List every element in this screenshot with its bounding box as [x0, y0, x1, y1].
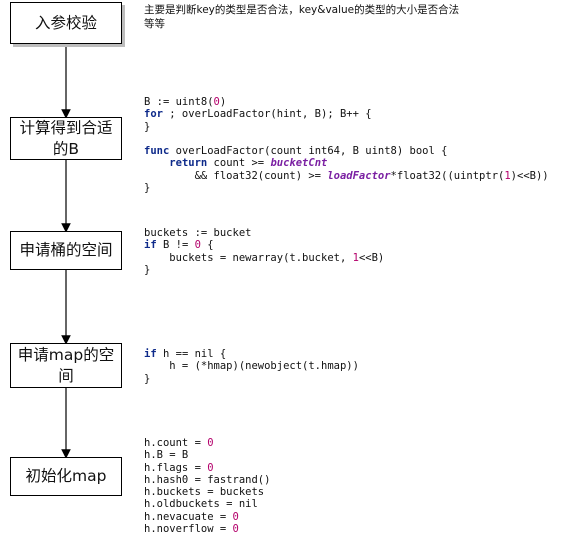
code-block-alloc-buckets: buckets := bucket if B != 0 { buckets = … — [144, 227, 385, 276]
step-label: 申请桶的空间 — [19, 241, 113, 259]
step1-note: 主要是判断key的类型是否合法，key&value的类型的大小是否合法等等 — [144, 4, 460, 30]
step-label: 申请map的空间 — [17, 345, 115, 385]
step-box-init-map: 初始化map — [10, 457, 122, 496]
step-box-alloc-map: 申请map的空间 — [10, 343, 122, 388]
code-block-compute-b: B := uint8(0) for ; overLoadFactor(hint,… — [144, 96, 549, 195]
step-label: 入参校验 — [34, 13, 97, 32]
step-box-compute-b: 计算得到合适的B — [10, 117, 122, 160]
code-block-init-map: h.count = 0 h.B = B h.flags = 0 h.hash0 … — [144, 437, 271, 536]
step-box-alloc-buckets: 申请桶的空间 — [10, 231, 122, 270]
code-block-alloc-map: if h == nil { h = (*hmap)(newobject(t.hm… — [144, 348, 359, 385]
step-label: 初始化map — [25, 467, 107, 485]
step-box-input-validation: 入参校验 — [10, 2, 122, 44]
step-label: 计算得到合适的B — [19, 118, 113, 158]
